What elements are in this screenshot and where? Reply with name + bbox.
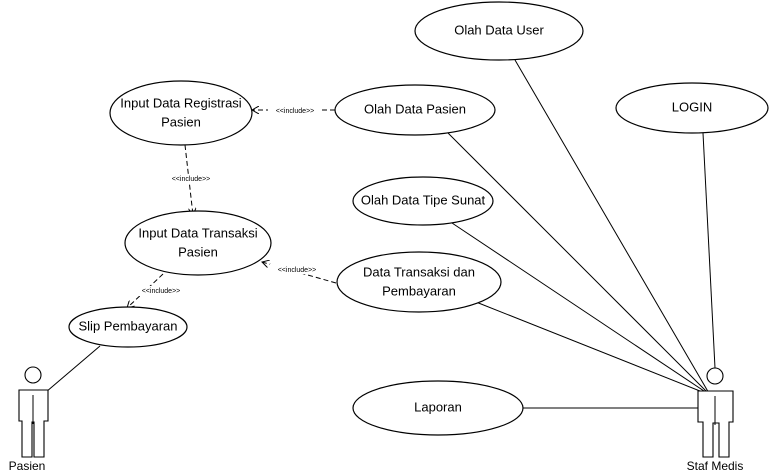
actor-staf-medis-figure: [697, 367, 734, 458]
include-label: <<include>>: [276, 108, 315, 115]
association-staf-olah-data-pasien: [446, 131, 711, 396]
actor-pasien: Pasien: [9, 366, 49, 473]
association-pasien-slip: [45, 345, 101, 393]
association-staf-login: [702, 132, 716, 369]
actor-pasien-figure: [18, 366, 49, 458]
svg-text:LOGIN: LOGIN: [672, 99, 712, 114]
use-case-login: LOGIN: [615, 82, 769, 134]
use-case-olah-data-pasien: Olah Data Pasien: [334, 84, 496, 136]
svg-text:Pembayaran: Pembayaran: [382, 283, 456, 298]
use-case-slip-pembayaran: Slip Pembayaran: [68, 306, 188, 348]
actor-pasien-label: Pasien: [9, 459, 46, 473]
svg-text:Olah Data User: Olah Data User: [454, 22, 544, 37]
svg-text:Data Transaksi dan: Data Transaksi dan: [363, 264, 475, 279]
actor-staf-medis: Staf Medis: [687, 367, 744, 473]
association-staf-olah-data-user: [514, 59, 711, 396]
actor-staf-medis-label: Staf Medis: [687, 459, 744, 473]
svg-text:Pasien: Pasien: [178, 244, 218, 259]
include-label-bg: [163, 174, 219, 184]
svg-text:Slip Pembayaran: Slip Pembayaran: [79, 318, 178, 333]
include-label-bg: [134, 286, 188, 296]
use-case-input-data-registrasi-pasien: Input Data Registrasi Pasien: [109, 80, 253, 146]
include-label-bg: [270, 264, 324, 274]
association-staf-data-transaksi: [475, 301, 711, 396]
use-case-input-data-transaksi-pasien: Input Data Transaksi Pasien: [124, 210, 272, 276]
include-label: <<include>>: [172, 176, 211, 183]
use-case-laporan: Laporan: [352, 380, 524, 436]
svg-text:Olah Data Tipe Sunat: Olah Data Tipe Sunat: [361, 192, 486, 207]
include-label-bg: [268, 105, 322, 115]
svg-text:Pasien: Pasien: [161, 114, 201, 129]
include-label: <<include>>: [278, 267, 317, 274]
association-staf-olah-data-tipe-sunat: [448, 220, 711, 396]
use-case-olah-data-tipe-sunat: Olah Data Tipe Sunat: [352, 176, 494, 226]
svg-text:Input Data Registrasi: Input Data Registrasi: [120, 95, 242, 110]
svg-text:Input Data Transaksi: Input Data Transaksi: [138, 225, 257, 240]
include-label: <<include>>: [142, 288, 181, 295]
svg-text:Laporan: Laporan: [414, 399, 462, 414]
use-case-data-transaksi-pembayaran: Data Transaksi dan Pembayaran: [336, 251, 502, 313]
use-case-olah-data-user: Olah Data User: [414, 1, 584, 61]
svg-text:Olah Data Pasien: Olah Data Pasien: [364, 101, 466, 116]
